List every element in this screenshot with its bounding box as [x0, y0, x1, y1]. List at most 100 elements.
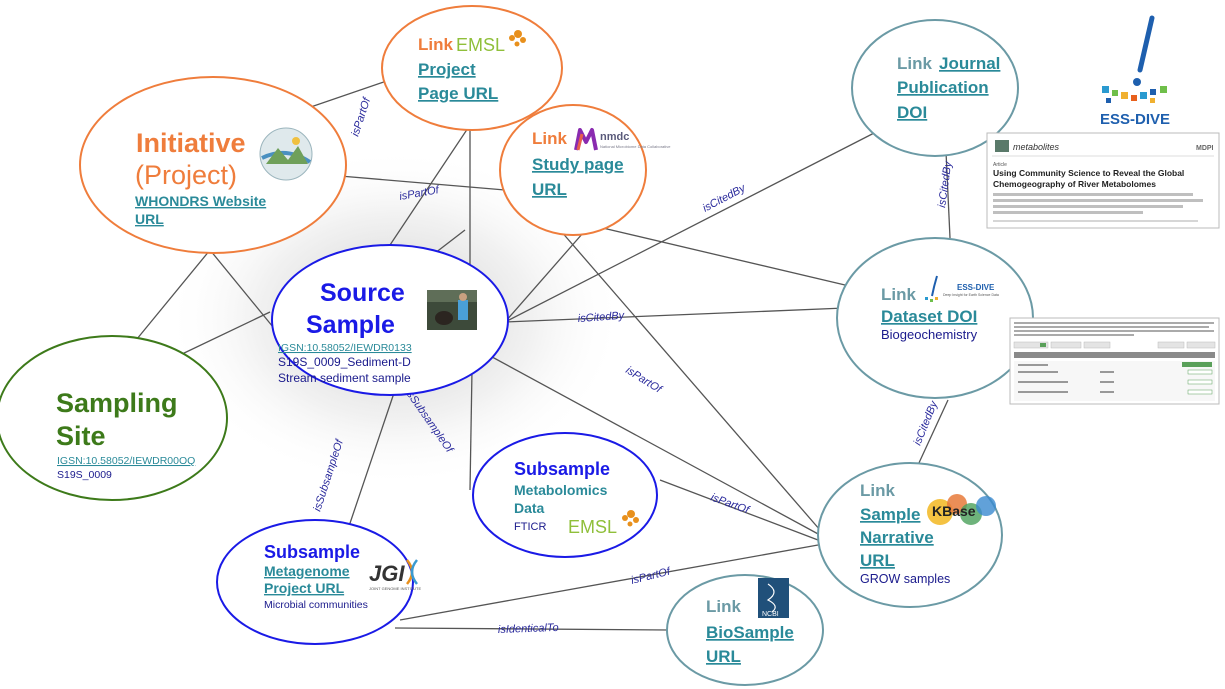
metabolites-logo-icon [995, 140, 1009, 152]
source-sample-igsn-link[interactable]: IGSN:10.58052/IEWDR0133 [278, 342, 412, 354]
nmdc-study-ellipse [499, 104, 647, 236]
journal-link[interactable]: Journal [939, 54, 1000, 73]
dataset-page-thumbnail [1009, 317, 1220, 405]
paper-publisher: MDPI [1196, 145, 1214, 152]
kbase-url-link[interactable]: URL [860, 551, 895, 570]
edge-label-ispartof-emsl: isPartOf [349, 96, 373, 138]
edge-label-ispartof-source-kbase: isPartOf [623, 364, 664, 396]
source-sample-ellipse [271, 244, 509, 396]
edge-metag-kbase [399, 544, 819, 621]
biosample-link[interactable]: BioSample [706, 623, 794, 642]
doi-link[interactable]: DOI [897, 103, 927, 122]
subsample-metab-ellipse [472, 432, 658, 558]
subsample-metab-method: FTICR [514, 521, 546, 533]
edge-source-nmdc [504, 224, 591, 323]
emsl-logo-icon: EMSL [568, 510, 639, 537]
emsl-logo-icon: EMSL [456, 30, 526, 55]
svg-text:NCBI: NCBI [762, 611, 779, 618]
subsample-metab-title: Subsample [514, 459, 610, 479]
ess-dive-logo-icon: ESS-DIVE [1100, 15, 1170, 128]
node-subsample-metagenome: Subsample Metagenome Project URL Microbi… [216, 519, 421, 645]
nmdc-url-link[interactable]: URL [532, 180, 567, 199]
edge-layer [131, 59, 951, 631]
paper-journal-name: metabolites [1013, 142, 1060, 152]
edge-source-kbase [469, 344, 821, 536]
field-sampling-photo-icon [427, 290, 477, 330]
ncbi-logo-icon: NCBI [758, 578, 789, 618]
svg-text:ESS-DIVE: ESS-DIVE [957, 283, 995, 292]
node-dataset-doi: Link ESS-DIVE Deep Insight for Earth Sci… [836, 237, 1034, 399]
sampling-site-id: S19S_0009 [57, 469, 112, 481]
kbase-logo-icon: KBase [927, 494, 996, 525]
svg-text:EMSL: EMSL [568, 517, 617, 537]
subsample-metag-description: Microbial communities [264, 599, 368, 611]
paper-title-line-2: Chemogeography of River Metabolomes [993, 179, 1156, 189]
whondrs-river-logo-icon [259, 127, 313, 181]
edge-label-iscitedby-paper: isCitedBy [936, 159, 955, 208]
node-biosample: Link NCBI BioSample URL [666, 574, 824, 686]
jgi-logo-icon: JGI JOINT GENOME INSTITUTE [369, 559, 421, 591]
edge-dataset-kbase [917, 399, 949, 466]
source-sample-title-2: Sample [306, 311, 395, 339]
svg-text:KBase: KBase [932, 503, 976, 519]
whondrs-url-link[interactable]: URL [135, 211, 164, 227]
journal-link-prefix: Link [897, 54, 932, 73]
node-kbase-narrative: Link KBase Sample Narrative URL GROW sam… [817, 462, 1003, 608]
edge-source-metab [469, 369, 473, 491]
source-sample-title-1: Source [320, 279, 405, 307]
sampling-site-igsn-link[interactable]: IGSN:10.58052/IEWDR00OQ [57, 455, 195, 467]
nmdc-study-page-link[interactable]: Study page [532, 155, 624, 174]
edge-initiative-nmdc [339, 175, 506, 191]
source-sample-id: S19S_0009_Sediment-D [278, 355, 411, 369]
dataset-doi-link[interactable]: Dataset DOI [881, 307, 977, 326]
edge-metab-kbase [659, 479, 819, 541]
emsl-page-url-link[interactable]: Page URL [418, 84, 498, 103]
publication-link[interactable]: Publication [897, 78, 989, 97]
source-sample-description: Stream sediment sample [278, 371, 411, 385]
subsample-metab-label-2: Data [514, 500, 545, 516]
node-sampling-site: Sampling Site IGSN:10.58052/IEWDR00OQ S1… [0, 335, 228, 501]
metagenome-link[interactable]: Metagenome [264, 563, 350, 579]
dataset-description: Biogeochemistry [881, 327, 978, 342]
nmdc-link-prefix: Link [532, 129, 567, 148]
whondrs-website-link[interactable]: WHONDRS Website [135, 193, 266, 209]
initiative-title: Initiative [136, 128, 246, 158]
edge-label-iscitedby-dataset: isCitedBy [577, 310, 626, 325]
node-emsl-project: Link EMSL Project Page URL [381, 5, 563, 131]
svg-text:JOINT GENOME INSTITUTE: JOINT GENOME INSTITUTE [369, 586, 421, 591]
sampling-site-ellipse [0, 335, 228, 501]
paper-thumbnail: metabolites MDPI Article Using Community… [986, 132, 1220, 229]
edge-source-dataset [504, 307, 846, 323]
biosample-url-link[interactable]: URL [706, 647, 741, 666]
node-journal-publication: Link Journal Publication DOI [851, 19, 1019, 157]
edge-nmdc-dataset [589, 224, 846, 286]
subsample-metab-label-1: Metabolomics [514, 482, 608, 498]
edge-label-isidenticalto: isIdenticalTo [498, 622, 559, 636]
paper-kind: Article [993, 162, 1007, 168]
subsample-metag-title: Subsample [264, 542, 360, 562]
sampling-site-title-2: Site [56, 421, 106, 451]
kbase-narrative-link[interactable]: Narrative [860, 528, 934, 547]
svg-text:National Microbiome Data Colla: National Microbiome Data Collaborative [600, 144, 671, 149]
edge-label-ispartof-metag-kbase: isPartOf [630, 565, 672, 586]
edge-initiative-site [131, 249, 211, 346]
emsl-link-prefix: Link [418, 35, 453, 54]
paper-title-line-1: Using Community Science to Reveal the Gl… [993, 168, 1184, 178]
svg-text:nmdc: nmdc [600, 131, 629, 143]
kbase-sample-link[interactable]: Sample [860, 505, 920, 524]
edge-nmdc-kbase [559, 229, 821, 531]
node-subsample-metabolomics: Subsample Metabolomics Data FTICR EMSL [472, 432, 658, 558]
journal-ellipse [851, 19, 1019, 157]
ess-dive-logo-icon: ESS-DIVE Deep Insight for Earth Science … [925, 275, 999, 302]
emsl-project-link[interactable]: Project [418, 60, 476, 79]
dataset-link-prefix: Link [881, 285, 916, 304]
biosample-link-prefix: Link [706, 597, 741, 616]
metagenome-project-url-link[interactable]: Project URL [264, 580, 345, 596]
edge-label-ispartof-metab-kbase: isPartOf [709, 492, 751, 517]
initiative-ellipse [79, 76, 347, 254]
kbase-link-prefix: Link [860, 481, 895, 500]
edge-metag-biosample [394, 627, 669, 631]
node-nmdc-study: Link nmdc National Microbiome Data Colla… [499, 104, 671, 236]
sampling-site-title-1: Sampling [56, 388, 178, 418]
